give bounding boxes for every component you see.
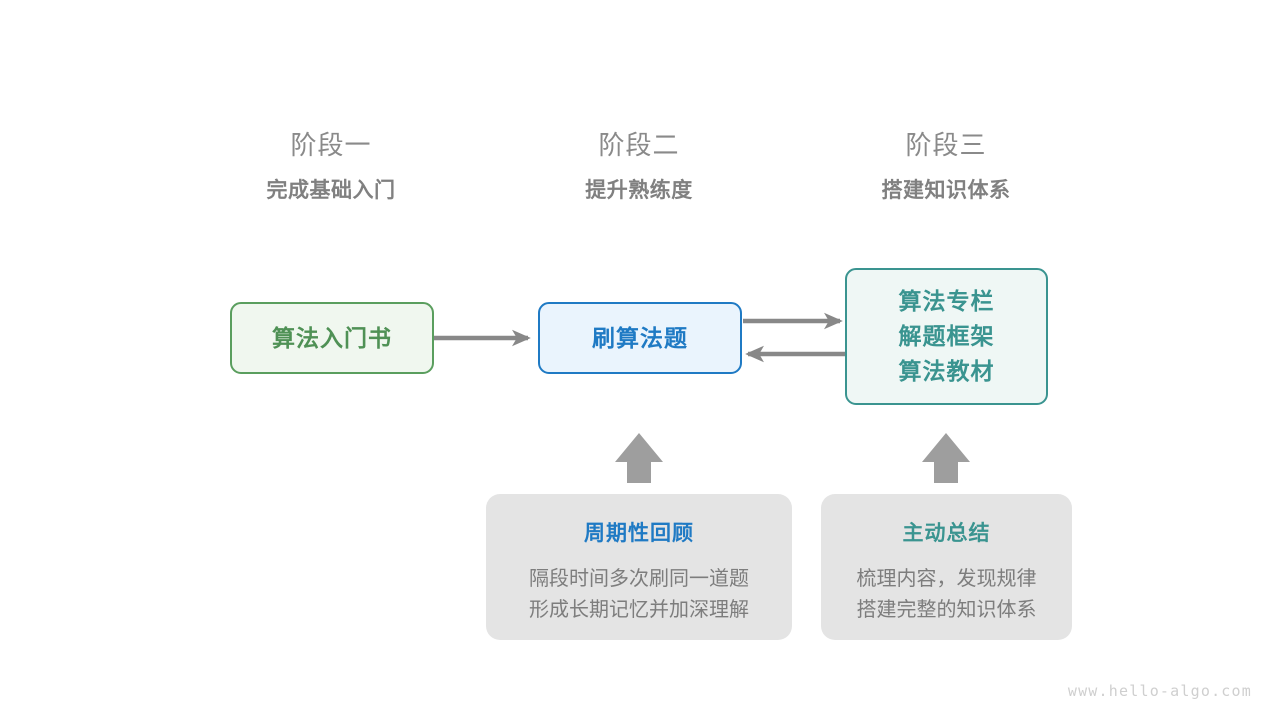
card-periodic-review-body-line-1: 隔段时间多次刷同一道题: [529, 568, 749, 590]
node-algorithm-book[interactable]: 算法入门书: [230, 302, 434, 374]
card-periodic-review-title: 周期性回顾: [584, 522, 694, 545]
stage-header-2: 阶段二 提升熟练度: [539, 128, 739, 206]
node-knowledge-system-line-3: 算法教材: [898, 358, 995, 384]
node-knowledge-system-line-2: 解题框架: [898, 323, 995, 349]
arrow-summary-to-system: [922, 433, 970, 483]
stage-header-1: 阶段一 完成基础入门: [231, 128, 431, 206]
card-active-summary[interactable]: 主动总结 梳理内容，发现规律 搭建完整的知识体系: [821, 494, 1072, 640]
card-active-summary-body-line-1: 梳理内容，发现规律: [856, 568, 1037, 590]
card-active-summary-title: 主动总结: [902, 522, 991, 545]
node-knowledge-system[interactable]: 算法专栏 解题框架 算法教材: [845, 268, 1048, 405]
node-algorithm-book-label: 算法入门书: [272, 324, 392, 351]
card-active-summary-body: 梳理内容，发现规律 搭建完整的知识体系: [857, 564, 1037, 626]
stage-subtitle-1: 完成基础入门: [266, 179, 396, 202]
card-active-summary-body-line-2: 搭建完整的知识体系: [856, 599, 1037, 621]
stage-title-2: 阶段二: [598, 130, 680, 160]
node-practice-problems-label: 刷算法题: [592, 324, 688, 351]
watermark: www.hello-algo.com: [1067, 682, 1252, 700]
node-knowledge-system-line-1: 算法专栏: [898, 288, 995, 314]
node-practice-problems[interactable]: 刷算法题: [538, 302, 742, 374]
stage-title-3: 阶段三: [905, 130, 987, 160]
card-periodic-review[interactable]: 周期性回顾 隔段时间多次刷同一道题 形成长期记忆并加深理解: [486, 494, 792, 640]
stage-subtitle-2: 提升熟练度: [585, 179, 693, 202]
card-periodic-review-body-line-2: 形成长期记忆并加深理解: [529, 599, 749, 621]
stage-title-1: 阶段一: [290, 130, 372, 160]
stage-subtitle-3: 搭建知识体系: [881, 179, 1011, 202]
arrow-review-to-practice: [615, 433, 663, 483]
stage-header-3: 阶段三 搭建知识体系: [846, 128, 1046, 206]
card-periodic-review-body: 隔段时间多次刷同一道题 形成长期记忆并加深理解: [529, 564, 749, 626]
